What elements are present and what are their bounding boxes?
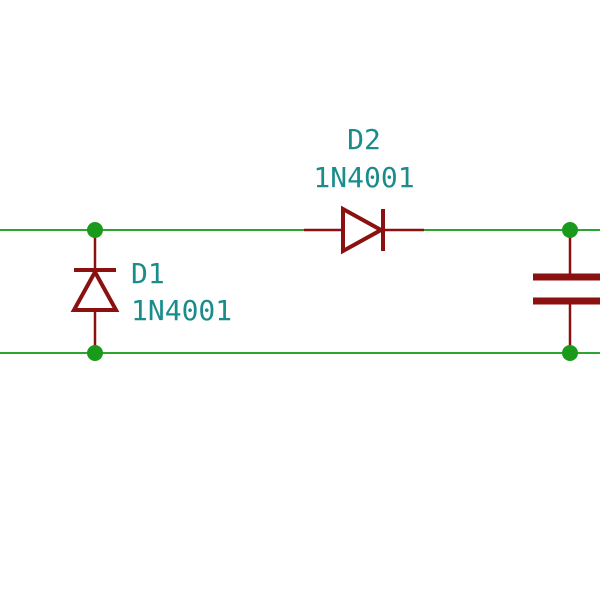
junction-dot: [87, 345, 103, 361]
diode-d2-triangle: [341, 205, 386, 255]
labels: D2 1N4001 D1 1N4001: [131, 123, 415, 327]
d2-value-label: 1N4001: [313, 161, 414, 194]
diode-d1[interactable]: [70, 230, 120, 353]
junctions: [87, 222, 578, 361]
wires: [0, 229, 600, 354]
d1-reference-label: D1: [131, 257, 165, 290]
d1-value-label: 1N4001: [131, 294, 232, 327]
d2-reference-label: D2: [347, 123, 381, 156]
diode-d1-triangle: [70, 267, 120, 312]
junction-dot: [87, 222, 103, 238]
capacitor-c1[interactable]: [533, 230, 600, 353]
diode-d2[interactable]: [304, 205, 424, 255]
junction-dot: [562, 345, 578, 361]
junction-dot: [562, 222, 578, 238]
